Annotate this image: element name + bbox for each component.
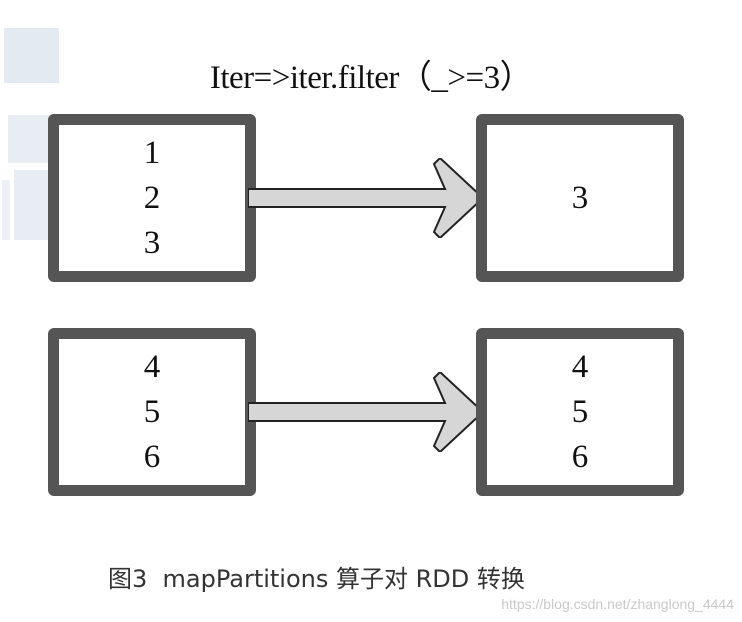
partition-value: 3 bbox=[571, 179, 589, 216]
input-partition-1: 1 2 3 bbox=[48, 114, 256, 282]
partition-value: 4 bbox=[571, 348, 589, 385]
partition-value: 2 bbox=[143, 179, 161, 216]
partition-value: 1 bbox=[143, 134, 161, 171]
transform-arrow-2 bbox=[248, 372, 485, 452]
figure-caption: 图3 mapPartitions 算子对 RDD 转换 bbox=[108, 565, 525, 593]
input-partition-2: 4 5 6 bbox=[48, 328, 256, 496]
partition-value: 5 bbox=[571, 393, 589, 430]
partition-value: 4 bbox=[143, 348, 161, 385]
output-partition-1: 3 bbox=[476, 114, 684, 282]
source-watermark-text: https://blog.csdn.net/zhanglong_4444 bbox=[501, 596, 734, 612]
partition-value: 5 bbox=[143, 393, 161, 430]
transform-arrow-1 bbox=[248, 158, 485, 238]
output-partition-2: 4 5 6 bbox=[476, 328, 684, 496]
partition-value: 3 bbox=[143, 224, 161, 261]
filter-formula: Iter=>iter.filter（_>=3） bbox=[209, 60, 533, 96]
partition-value: 6 bbox=[143, 438, 161, 475]
partition-value: 6 bbox=[571, 438, 589, 475]
